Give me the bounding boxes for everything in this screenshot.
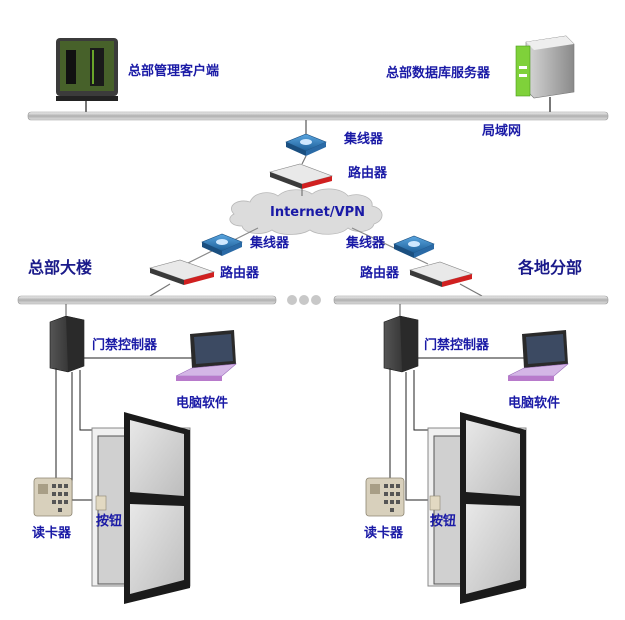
branch-router-label: 路由器 <box>360 266 400 281</box>
exit-button-icon <box>95 495 107 511</box>
router-icon <box>409 261 473 287</box>
hq-controller-label: 门禁控制器 <box>92 338 158 353</box>
monitor-icon <box>56 38 118 112</box>
hq-building-bus <box>17 295 277 305</box>
lan-label: 局域网 <box>482 124 522 139</box>
laptop-icon <box>507 330 569 381</box>
access-controller-icon <box>49 315 85 373</box>
lan-bus <box>27 111 609 121</box>
cloud-icon <box>229 188 383 235</box>
branch-title: 各地分部 <box>518 258 583 277</box>
branch-hub-label: 集线器 <box>346 236 386 251</box>
router-icon <box>269 163 333 189</box>
access-controller-icon <box>383 315 419 373</box>
exit-button-icon <box>429 495 441 511</box>
hub-icon <box>285 133 327 156</box>
hq-db-server-label: 总部数据库服务器 <box>386 66 491 81</box>
keypad-icon <box>365 477 405 517</box>
hq-building-title: 总部大楼 <box>28 258 93 277</box>
router-icon <box>148 259 216 285</box>
ellipsis-dots <box>287 295 321 305</box>
branch-pc-label: 电脑软件 <box>508 396 561 411</box>
hq-client-label: 总部管理客户端 <box>128 64 220 79</box>
branch-controller-label: 门禁控制器 <box>424 338 490 353</box>
core-router-label: 路由器 <box>348 166 388 181</box>
branch-reader-label: 读卡器 <box>364 526 404 541</box>
branch-button-label: 按钮 <box>430 514 457 529</box>
hub-icon <box>393 235 435 258</box>
hq-router-label: 路由器 <box>220 266 260 281</box>
hq-reader-label: 读卡器 <box>32 526 72 541</box>
server-icon <box>515 35 575 112</box>
cloud-label: Internet/VPN <box>270 205 366 220</box>
door-icon <box>427 412 527 604</box>
keypad-icon <box>33 477 73 517</box>
hub-icon <box>201 233 243 256</box>
hq-button-label: 按钮 <box>96 514 123 529</box>
branch-bus <box>333 295 609 305</box>
core-hub-label: 集线器 <box>344 132 384 147</box>
door-icon <box>91 412 191 604</box>
hq-hub-label: 集线器 <box>250 236 290 251</box>
hq-pc-label: 电脑软件 <box>176 396 229 411</box>
laptop-icon <box>175 330 237 381</box>
